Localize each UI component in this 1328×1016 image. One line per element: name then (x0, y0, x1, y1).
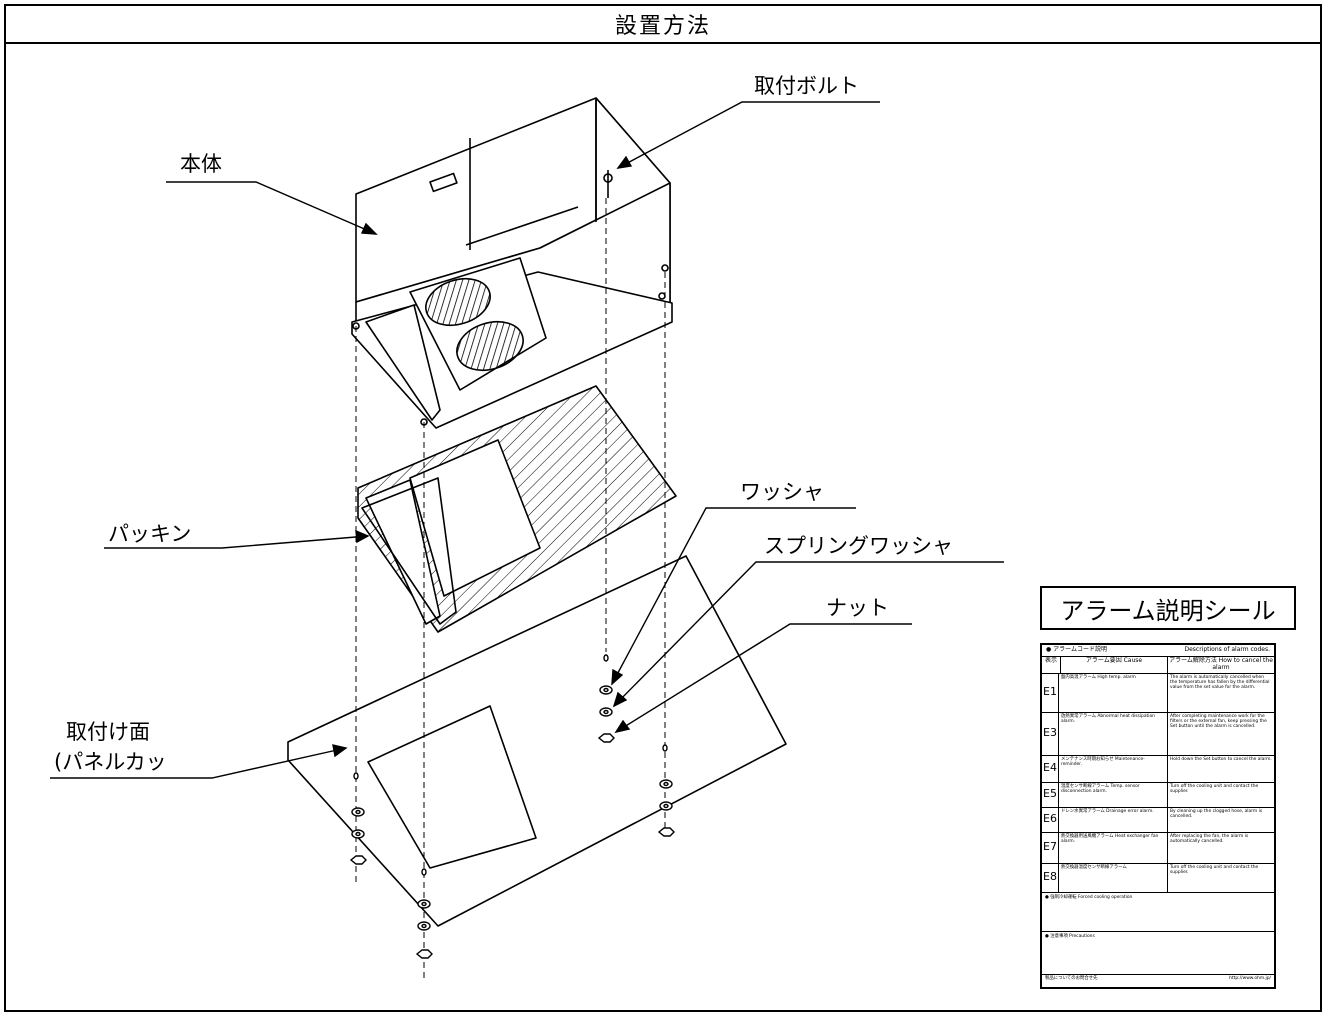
alarm-code: E3 (1042, 712, 1059, 755)
alarm-fix: Turn off the cooling unit and contact th… (1170, 783, 1259, 794)
alarm-code: E7 (1042, 832, 1059, 863)
col-code: 表示 (1042, 656, 1061, 673)
alarm-fix: After replacing the fan, the alarm is au… (1170, 833, 1249, 844)
label-mounting-bolt: 取付ボルト (754, 74, 859, 98)
alarm-fix: By cleaning up the clogged hose, alarm i… (1170, 808, 1263, 819)
alarm-cause: 熱交換器用送風機アラーム Heat exchanger fan alarm. (1059, 832, 1168, 863)
alarm-sticker: ● アラームコード説明 Descriptions of alarm codes.… (1040, 643, 1276, 989)
alarm-code: E5 (1042, 782, 1059, 807)
sticker-column-headers: 表示 アラーム要因 Cause アラーム解除方法 How to cancel t… (1042, 656, 1274, 674)
sticker-footer-left: 製品についてのお問合せ先 (1045, 975, 1098, 981)
alarm-cause: 盤内高温アラーム High temp. alarm (1059, 673, 1168, 712)
sticker-header: ● アラームコード説明 Descriptions of alarm codes. (1042, 645, 1274, 657)
alarm-cause: 温度センサ断線アラーム Temp. sensor disconnection a… (1059, 782, 1168, 807)
alarm-code: E1 (1042, 673, 1059, 712)
alarm-cause: 放熱異常アラーム Abnormal heat dissipation alarm… (1059, 712, 1168, 755)
alarm-row: E5 温度センサ断線アラーム Temp. sensor disconnectio… (1042, 782, 1274, 808)
alarm-fix: Turn off the cooling unit and contact th… (1170, 864, 1259, 875)
alarm-code: E6 (1042, 807, 1059, 832)
label-body: 本体 (180, 152, 222, 176)
alarm-code: E8 (1042, 863, 1059, 892)
label-panel-cutout: (パネルカッ (54, 750, 167, 774)
col-fix: アラーム解除方法 How to cancel the alarm (1169, 656, 1273, 671)
label-spring-washer: スプリングワッシャ (764, 534, 953, 558)
sticker-footer: 製品についてのお問合せ先 http://www.ohm.jp/ (1042, 975, 1274, 982)
alarm-fix: After completing maintenance work for th… (1170, 713, 1267, 729)
sticker-header-left: ● アラームコード説明 (1046, 646, 1107, 653)
alarm-row: E3 放熱異常アラーム Abnormal heat dissipation al… (1042, 712, 1274, 756)
alarm-cause: ドレン水異常アラーム Drainage error alarm. (1059, 807, 1168, 832)
precautions-note: ● 注意事項 Precautions (1042, 932, 1274, 975)
panel-cutout (367, 705, 537, 869)
sticker-footer-url: http://www.ohm.jp/ (1229, 975, 1271, 981)
alarm-fix: Hold down the Set button to cancel the a… (1170, 756, 1272, 762)
hardware-stack-far-right (657, 744, 675, 837)
fan-grill-upper (425, 277, 491, 327)
label-mounting-surface: 取付け面 (66, 720, 150, 744)
drawing-frame: 設置方法 (4, 4, 1322, 1012)
alarm-cause: メンテナンス時期お知らせ Maintenance-reminder. (1059, 755, 1168, 782)
hardware-stack-right (597, 654, 615, 743)
unit-body (351, 97, 673, 429)
alarm-row: E4 メンテナンス時期お知らせ Maintenance-reminder. Ho… (1042, 755, 1274, 783)
alarm-code: E4 (1042, 755, 1059, 782)
mounting-panel (287, 555, 787, 927)
alarm-row: E7 熱交換器用送風機アラーム Heat exchanger fan alarm… (1042, 832, 1274, 864)
air-outlet-panel (365, 304, 441, 421)
alarm-row: E8 熱交換器温度センサ断線アラーム Turn off the cooling … (1042, 863, 1274, 893)
label-nut: ナット (826, 596, 889, 620)
forced-cooling-note: ● 強制冷却運転 Forced cooling operation (1042, 893, 1274, 932)
leader-lines (50, 101, 1004, 779)
packing-gasket (357, 385, 677, 633)
sticker-header-right: Descriptions of alarm codes. (1184, 646, 1270, 653)
alarm-cause: 熱交換器温度センサ断線アラーム (1059, 863, 1168, 892)
alarm-sticker-title: アラーム説明シール (1040, 586, 1296, 630)
label-packing: パッキン (108, 522, 192, 546)
alarm-row: E1 盤内高温アラーム High temp. alarm The alarm i… (1042, 673, 1274, 713)
alarm-row: E6 ドレン水異常アラーム Drainage error alarm. By c… (1042, 807, 1274, 833)
page-title: 設置方法 (6, 6, 1320, 44)
hardware-stack-left (349, 772, 367, 865)
label-washer: ワッシャ (740, 480, 824, 504)
col-cause: アラーム要因 Cause (1061, 656, 1168, 673)
alarm-fix: The alarm is automatically cancelled whe… (1170, 674, 1270, 690)
alignment-lines (355, 198, 666, 980)
fan-grill-lower (456, 320, 524, 372)
hardware-stack-bottom (415, 868, 433, 959)
